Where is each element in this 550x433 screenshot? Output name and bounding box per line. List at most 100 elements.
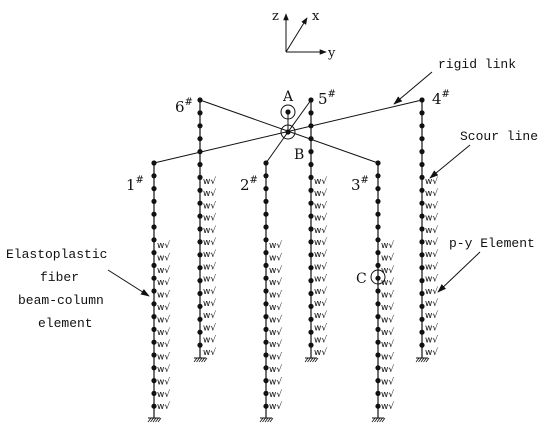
pile-node [308, 161, 314, 168]
py-spring: w√ [269, 252, 282, 263]
support-hatch [264, 417, 269, 423]
py-spring: w√ [157, 290, 170, 301]
pile-node [419, 200, 425, 206]
pile-node [151, 390, 157, 396]
pile-node [263, 390, 269, 396]
pile-node [197, 239, 203, 245]
pile-node [419, 123, 425, 129]
rigid-link-arrow [393, 71, 433, 105]
support-hatch [152, 417, 157, 423]
support-hatch [371, 417, 376, 423]
pile-node [419, 174, 425, 180]
py-spring: w√ [269, 290, 282, 301]
pile-node [308, 342, 314, 348]
py-spring: w√ [269, 314, 282, 325]
pile-node [308, 290, 314, 297]
node-b-dot [285, 129, 291, 135]
py-spring: w√ [269, 389, 282, 400]
fiber-callout-line-4: element [38, 316, 93, 331]
py-spring: w√ [269, 376, 282, 387]
py-spring: w√ [157, 352, 170, 363]
pile-4: w√w√w√w√w√w√w√w√w√w√w√w√w√w√w√ [415, 97, 438, 363]
py-spring: w√ [314, 286, 327, 297]
support-hatch [425, 357, 430, 363]
support-hatch [420, 357, 425, 363]
node-c-marker [370, 269, 386, 285]
pile-node [151, 288, 157, 294]
pile-node [419, 149, 425, 155]
pile-node [263, 288, 269, 294]
support-hatch [259, 417, 264, 423]
pile-node [151, 339, 157, 345]
pile-node [151, 160, 157, 166]
point-a-label: A [282, 89, 294, 105]
pile-node [375, 262, 381, 268]
py-spring: w√ [425, 249, 438, 260]
pile-node [419, 239, 425, 245]
pile-node [308, 252, 314, 258]
support-hatch [381, 417, 386, 423]
py-spring: w√ [203, 213, 216, 224]
pile-node [151, 275, 157, 281]
pile-node [375, 326, 381, 332]
py-spring: w√ [425, 347, 438, 358]
support-hatch [314, 357, 319, 363]
point-c-label: C [356, 271, 367, 287]
pile-node [375, 352, 381, 358]
py-spring: w√ [203, 274, 216, 285]
support-hatch [312, 357, 316, 363]
support-hatch [415, 357, 420, 363]
pile-node [308, 239, 314, 245]
py-spring: w√ [314, 213, 327, 224]
py-spring: w√ [381, 364, 394, 375]
piles-layer: w√w√w√w√w√w√w√w√w√w√w√w√w√w√w√w√w√w√w√w√… [147, 97, 438, 423]
py-spring: w√ [157, 314, 170, 325]
pile-node [375, 186, 381, 192]
pile-node [263, 224, 269, 230]
py-spring: w√ [381, 401, 394, 412]
pile-node [308, 149, 314, 155]
pile-node [197, 342, 203, 348]
support-hatch [379, 417, 383, 423]
pile-3: w√w√w√w√w√w√w√w√w√w√w√w√w√w√ [371, 160, 394, 423]
node-b-marker [280, 124, 296, 140]
py-spring: w√ [203, 322, 216, 333]
support-hatch [147, 417, 152, 423]
py-spring: w√ [425, 225, 438, 236]
support-hatch [150, 417, 154, 423]
pile-node [308, 265, 314, 271]
pile-node [263, 262, 269, 268]
pile-node [263, 403, 269, 409]
py-spring: w√ [203, 200, 216, 211]
pile-node [419, 342, 425, 348]
node-a-marker [280, 104, 296, 120]
pile-node [419, 187, 425, 193]
pile-node [263, 339, 269, 345]
py-spring: w√ [269, 302, 282, 313]
py-spring: w√ [381, 240, 394, 251]
pile-node [197, 187, 203, 193]
pile-node [419, 252, 425, 258]
pile-node [151, 173, 157, 179]
py-spring: w√ [157, 401, 170, 412]
py-spring: w√ [381, 327, 394, 338]
pile-node [151, 186, 157, 192]
pile-node [419, 316, 425, 322]
pile-labels: 1# 2# 3# 4# 5# 6# [126, 89, 450, 194]
pile-node [197, 290, 203, 297]
pile-node [419, 213, 425, 219]
pile-node [151, 314, 157, 320]
support-hatch [374, 417, 378, 423]
fixed-support [371, 417, 386, 423]
py-spring: w√ [314, 310, 327, 321]
py-spring: w√ [425, 261, 438, 272]
py-spring: w√ [381, 389, 394, 400]
pile-node [263, 250, 269, 256]
pile-node [197, 123, 203, 129]
rigid-link-callout: rigid link [438, 57, 516, 72]
pile-node [375, 403, 381, 409]
pile-node [151, 352, 157, 358]
support-hatch [262, 417, 266, 423]
py-spring: w√ [381, 302, 394, 313]
